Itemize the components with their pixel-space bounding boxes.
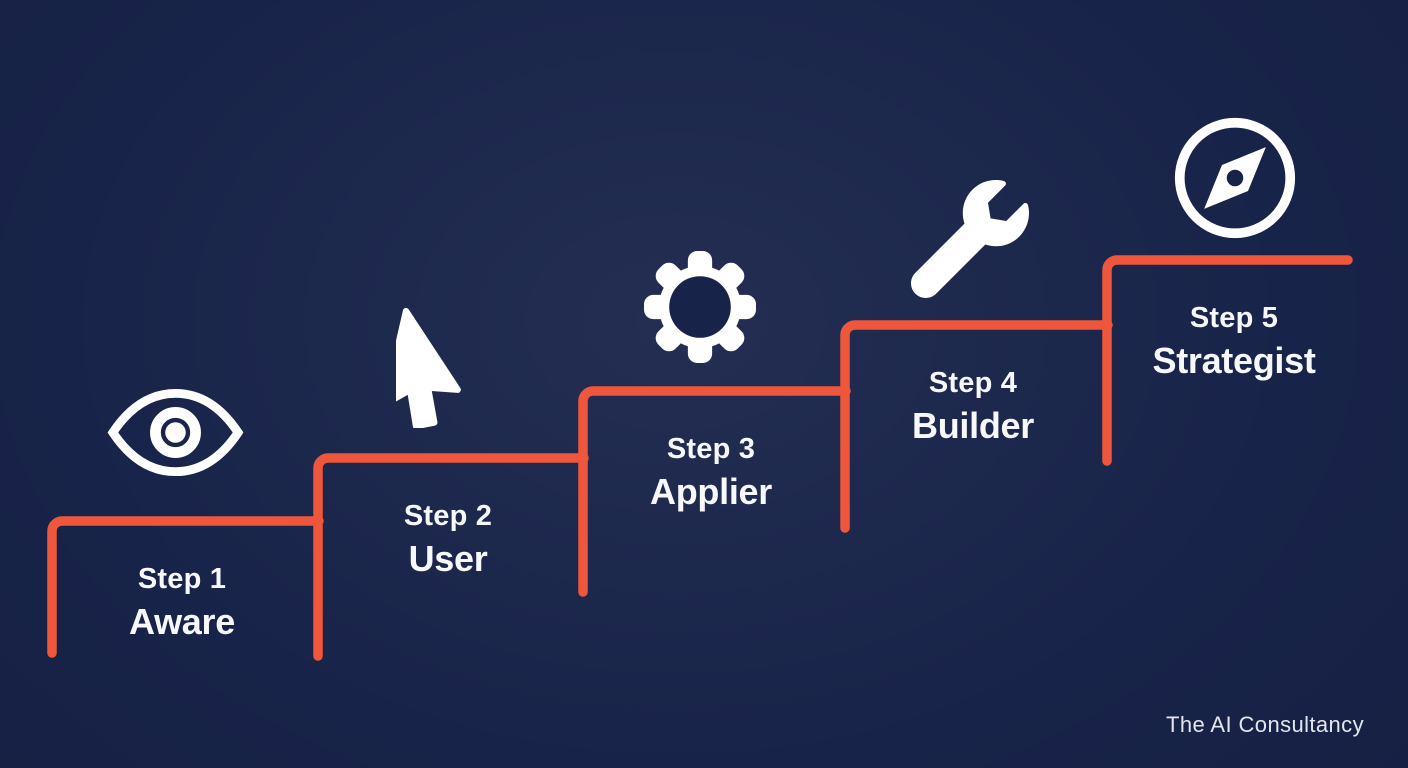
step-1-group: Step 1 Aware	[129, 565, 235, 640]
wrench-icon	[911, 180, 1029, 298]
step-3-label: Step 3	[666, 433, 756, 465]
stair-segment-1	[47, 516, 324, 658]
step-2-group: Step 2 User	[404, 502, 492, 577]
step-1-role: Aware	[129, 601, 235, 642]
stair-segment-3	[578, 386, 851, 597]
step-3-role: Applier	[650, 471, 772, 512]
step-3-group: Step 3 Applier	[650, 435, 772, 510]
step-5-group: Step 5 Strategist	[1152, 304, 1315, 379]
gear-icon	[644, 251, 756, 363]
eye-icon	[107, 385, 244, 480]
step-4-role: Builder	[912, 405, 1034, 446]
stair-segment-4	[840, 320, 1113, 533]
footer-brand: The AI Consultancy	[1166, 712, 1364, 737]
stair-segment-5	[1102, 255, 1353, 466]
step-1-label: Step 1	[137, 563, 227, 595]
step-2-label: Step 2	[403, 500, 493, 532]
step-2-role: User	[408, 538, 488, 579]
stair-segment-2	[313, 453, 589, 661]
compass-icon	[1172, 115, 1298, 241]
step-4-group: Step 4 Builder	[912, 369, 1034, 444]
step-4-label: Step 4	[928, 367, 1018, 399]
cursor-icon	[396, 306, 484, 428]
step-5-role: Strategist	[1152, 340, 1316, 381]
step-5-label: Step 5	[1189, 302, 1279, 334]
